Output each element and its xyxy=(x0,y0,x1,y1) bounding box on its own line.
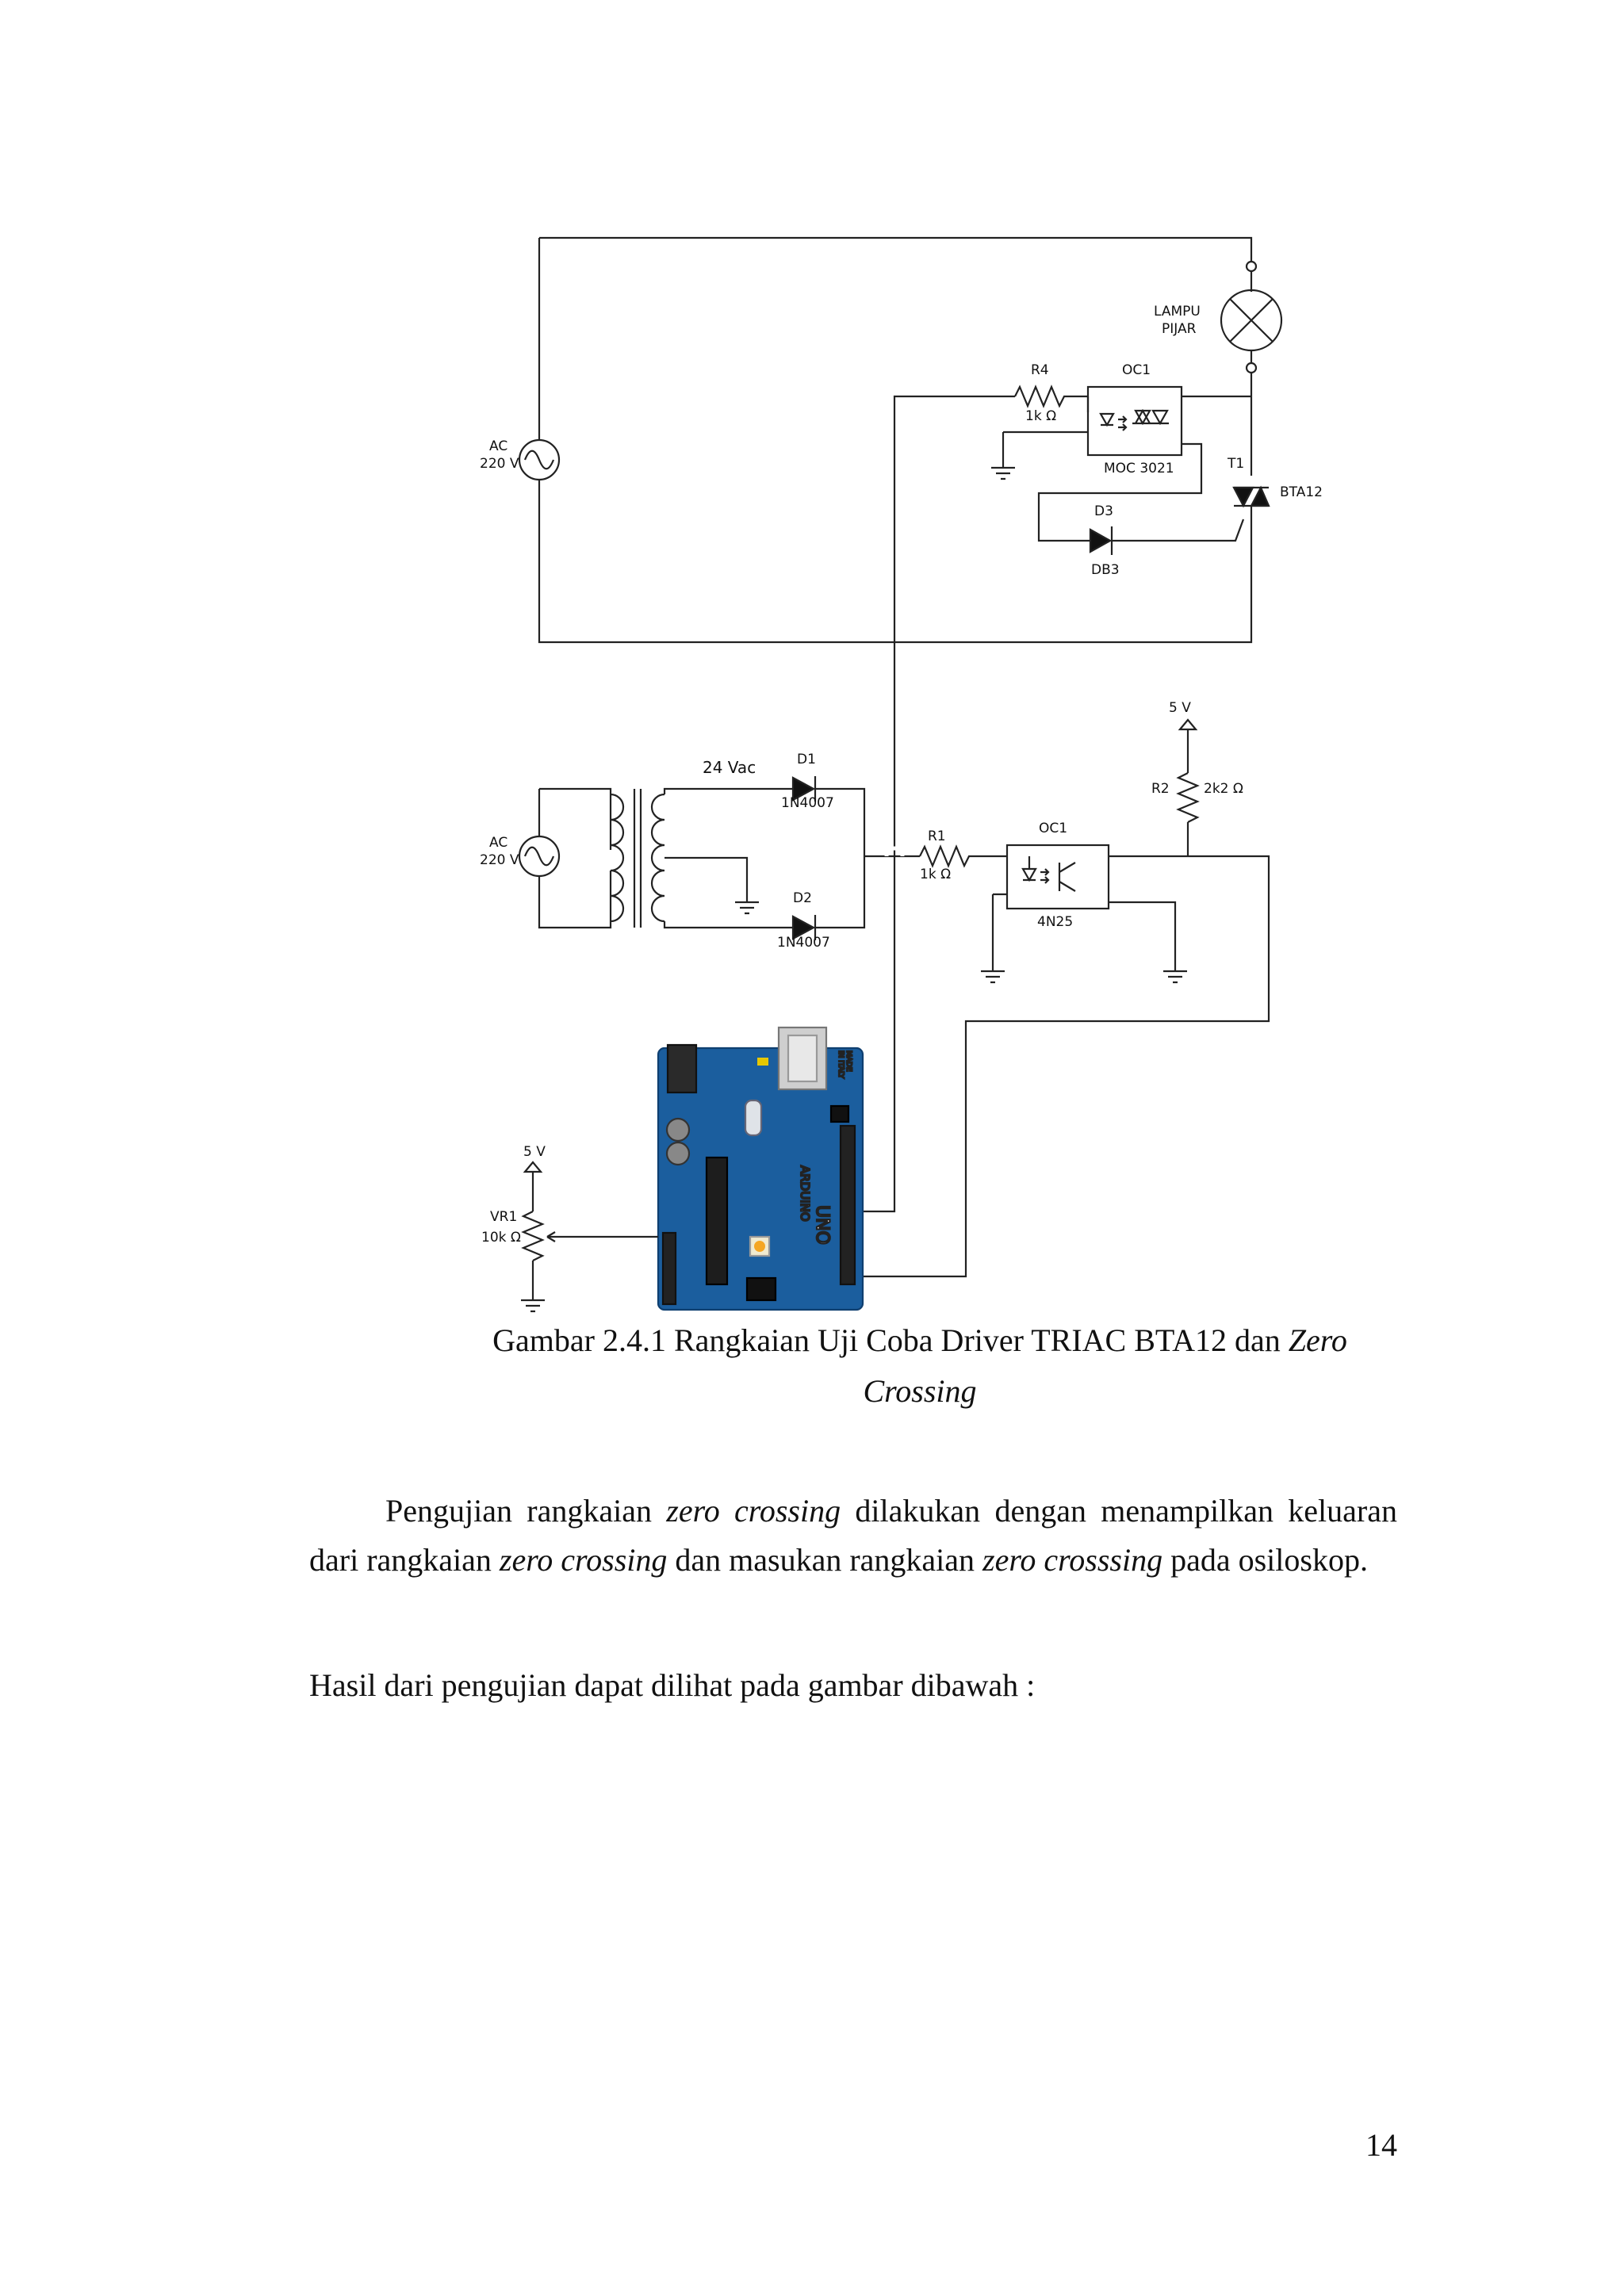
arduino-made-label-1: MADE xyxy=(845,1050,852,1072)
r4-value-label: 1k Ω xyxy=(1025,408,1056,424)
d2-part-label: 1N4007 xyxy=(777,935,830,951)
lamp-icon xyxy=(1220,260,1283,476)
lamp-label-2: PIJAR xyxy=(1162,321,1197,337)
d3-name-label: D3 xyxy=(1094,503,1113,519)
potentiometer-vr1-icon xyxy=(521,1161,658,1313)
oc1-top-part-label: MOC 3021 xyxy=(1104,461,1174,476)
page-number: 14 xyxy=(1365,2127,1397,2163)
r2-value-label: 2k2 Ω xyxy=(1204,781,1243,797)
r1-value-label: 1k Ω xyxy=(920,867,951,882)
transformer-icon xyxy=(610,789,665,928)
body-paragraph-2: Hasil dari pengujian dapat dilihat pada … xyxy=(309,1667,1036,1703)
vcc1-label: 5 V xyxy=(1169,700,1191,716)
ac-bottom-name-label: AC xyxy=(489,835,508,851)
ac-top-value-label: 220 V xyxy=(480,456,519,472)
body-paragraph-1: Pengujian rangkaian zero crossing dilaku… xyxy=(309,1493,1397,1578)
r4-name-label: R4 xyxy=(1031,362,1049,378)
vcc2-label: 5 V xyxy=(523,1144,546,1160)
ac-source-bottom-icon xyxy=(518,835,561,878)
top-triac-driver-circuit xyxy=(518,236,1283,644)
t1-part-label: BTA12 xyxy=(1280,484,1323,500)
d1-part-label: 1N4007 xyxy=(781,795,834,811)
vr1-value-label: 10k Ω xyxy=(481,1230,521,1246)
oc1-bottom-part-label: 4N25 xyxy=(1037,914,1073,930)
resistor-r4-icon xyxy=(1014,385,1088,408)
diac-d3-icon xyxy=(1089,526,1113,555)
figure-caption-line-1: Gambar 2.4.1 Rangkaian Uji Coba Driver T… xyxy=(492,1322,1347,1358)
resistor-r1-icon xyxy=(919,844,1007,868)
circuit-schematic-figure: ARDUINO UNO MADE IN ITALY LAMPU PIJAR R4… xyxy=(480,236,1323,1313)
triac-bta12-icon xyxy=(1232,485,1270,508)
ground-4n25-left-icon xyxy=(981,970,1005,984)
r2-name-label: R2 xyxy=(1151,781,1170,797)
d2-name-label: D2 xyxy=(793,890,812,906)
lamp-label-1: LAMPU xyxy=(1154,304,1201,320)
ground-transformer-icon xyxy=(735,901,759,915)
ground-4n25-right-icon xyxy=(1163,970,1187,984)
d1-name-label: D1 xyxy=(797,752,816,767)
transformer-output-label: 24 Vac xyxy=(703,758,756,777)
arduino-model-label: UNO xyxy=(812,1205,832,1245)
d3-part-label: DB3 xyxy=(1091,562,1120,578)
optotriac-moc3021-icon xyxy=(1086,385,1183,457)
ac-top-name-label: AC xyxy=(489,438,508,454)
ac-source-top-icon xyxy=(518,438,561,481)
arduino-uno-board-icon: ARDUINO UNO MADE IN ITALY xyxy=(657,1026,864,1311)
oc1-top-name-label: OC1 xyxy=(1122,362,1151,378)
r1-name-label: R1 xyxy=(928,828,946,844)
resistor-r2-icon xyxy=(1176,772,1200,823)
ground-r4-icon xyxy=(991,466,1015,480)
figure-caption-line-2: Crossing xyxy=(863,1373,977,1409)
zero-crossing-circuit xyxy=(518,642,1270,1278)
oc1-bottom-name-label: OC1 xyxy=(1039,821,1067,836)
optocoupler-4n25-icon xyxy=(1005,844,1110,910)
ac-bottom-value-label: 220 V xyxy=(480,852,519,868)
arduino-brand-label: ARDUINO xyxy=(798,1165,812,1222)
vr1-name-label: VR1 xyxy=(490,1209,517,1225)
vcc-5v-top-icon xyxy=(1178,718,1198,731)
arduino-made-label-2: IN ITALY xyxy=(837,1050,845,1079)
t1-name-label: T1 xyxy=(1227,456,1244,472)
